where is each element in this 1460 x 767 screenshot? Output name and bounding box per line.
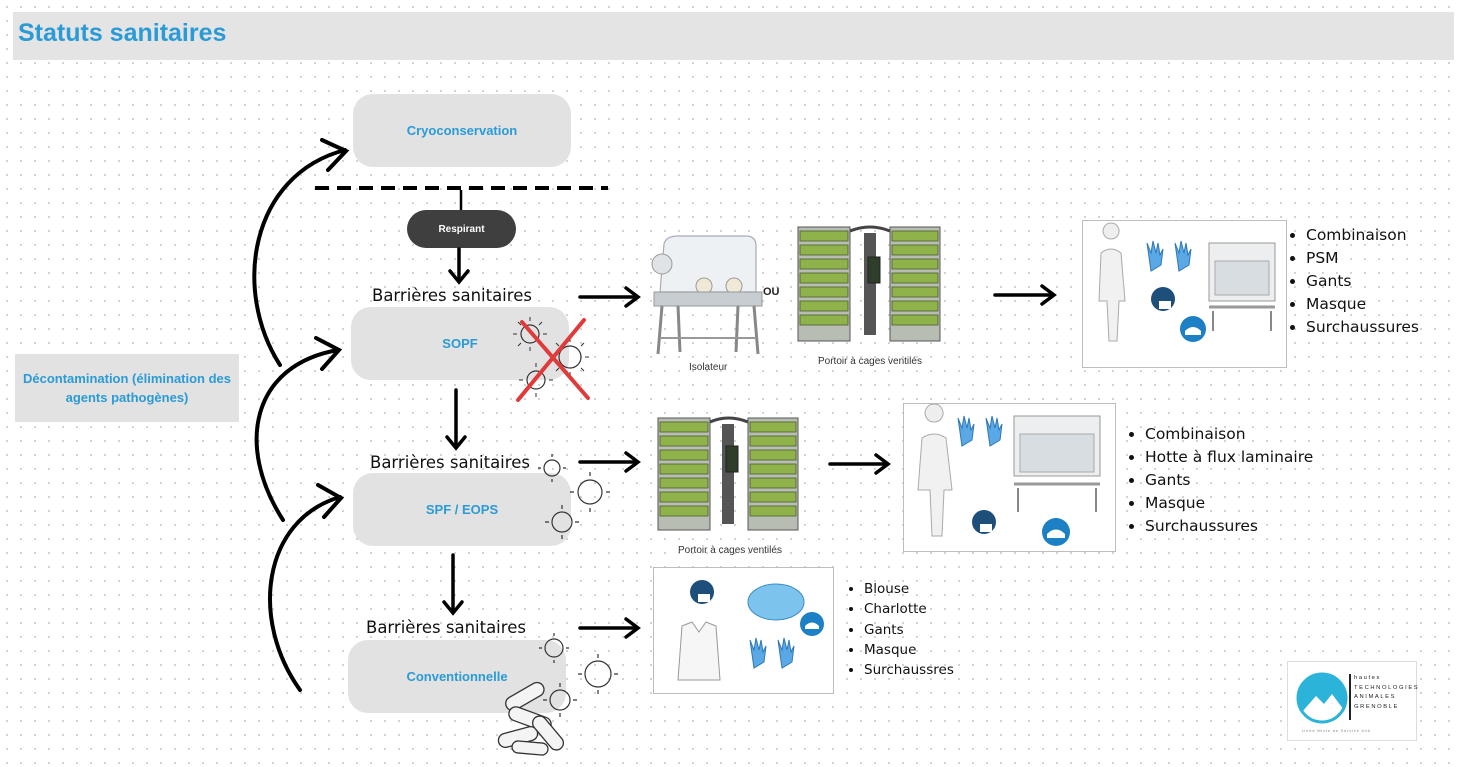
list-item: Blouse <box>864 579 954 599</box>
list-item: Masque <box>1145 492 1313 515</box>
barrier-label-conv: Barrières sanitaires <box>366 618 526 637</box>
list-item: Surchaussures <box>1306 316 1419 339</box>
decontamination-label: Décontamination (élimination des agents … <box>22 371 232 405</box>
stage-sopf: SOPF <box>351 307 569 380</box>
list-item: Gants <box>1306 270 1419 293</box>
down-arrow <box>445 388 467 451</box>
curved-arrow <box>252 138 350 367</box>
bacteria-virus-icon <box>497 633 618 756</box>
right-arrow <box>993 284 1057 306</box>
logo-line: GRENOBLE <box>1354 703 1400 710</box>
list-item: Surchaussures <box>1145 515 1313 538</box>
list-item: Combinaison <box>1145 423 1313 446</box>
virus-icon-group <box>538 454 610 539</box>
page-title: Statuts sanitaires <box>18 19 227 47</box>
ppe-list-conv: Blouse Charlotte Gants Masque Surchaussr… <box>846 579 954 680</box>
virus-crossed-icon <box>513 317 590 402</box>
logo-line: hautes <box>1354 675 1382 681</box>
down-arrow <box>448 247 470 285</box>
stage-label: Cryoconservation <box>406 123 518 138</box>
stage-label: Conventionnelle <box>406 669 508 684</box>
right-arrow <box>578 617 641 639</box>
ventilated-cage-rack-illustration <box>657 416 799 531</box>
ppe-illustration <box>1098 222 1276 342</box>
list-item: Gants <box>864 620 954 640</box>
equipment-box-sopf <box>1082 220 1287 368</box>
stage-spf-eops: SPF / EOPS <box>353 473 571 546</box>
stage-label: SPF / EOPS <box>425 502 499 517</box>
list-item: Masque <box>864 640 954 660</box>
list-item: Surchaussres <box>864 660 954 680</box>
equipment-box-spf <box>903 403 1116 552</box>
caption-isolateur: Isolateur <box>689 362 728 373</box>
ventilated-cage-rack-illustration <box>797 225 941 342</box>
right-arrow <box>578 451 641 473</box>
ppe-list-spf: Combinaison Hotte à flux laminaire Gants… <box>1127 423 1313 538</box>
list-item: Hotte à flux laminaire <box>1145 446 1313 469</box>
list-item: Gants <box>1145 469 1313 492</box>
curved-arrow <box>254 336 343 522</box>
right-arrow <box>828 453 891 475</box>
barrier-label-spf: Barrières sanitaires <box>370 453 530 472</box>
list-item: Charlotte <box>864 599 954 619</box>
ppe-illustration <box>917 403 1101 546</box>
caption-portoir-mid: Portoir à cages ventilés <box>678 545 782 556</box>
barrier-label-sopf: Barrières sanitaires <box>372 286 532 305</box>
list-item: PSM <box>1306 247 1419 270</box>
equipment-box-conv <box>653 567 834 694</box>
logo: hautes TECHNOLOGIES ANIMALES GRENOBLE Un… <box>1287 661 1420 741</box>
header-bar <box>13 12 1454 60</box>
ppe-list-sopf: Combinaison PSM Gants Masque Surchaussur… <box>1288 224 1419 339</box>
curved-arrow <box>268 483 345 692</box>
list-item: Masque <box>1306 293 1419 316</box>
decontamination-box: Décontamination (élimination des agents … <box>15 354 239 422</box>
or-label: OU <box>763 286 780 298</box>
respirant-pill: Respirant <box>407 210 516 248</box>
logo-line: ANIMALES <box>1354 694 1397 701</box>
stage-cryoconservation: Cryoconservation <box>353 94 571 167</box>
ppe-illustration <box>677 580 824 681</box>
stage-label: SOPF <box>442 336 478 351</box>
logo-footer: Unité Mixte de Service #46 <box>1302 728 1371 733</box>
caption-portoir-top: Portoir à cages ventilés <box>818 356 922 367</box>
down-arrow <box>442 553 464 616</box>
right-arrow <box>578 286 641 308</box>
list-item: Combinaison <box>1306 224 1419 247</box>
respirant-label: Respirant <box>438 223 485 235</box>
isolator-illustration <box>651 235 763 355</box>
logo-line: TECHNOLOGIES <box>1354 684 1420 691</box>
logo-mountain-icon <box>1296 672 1348 724</box>
